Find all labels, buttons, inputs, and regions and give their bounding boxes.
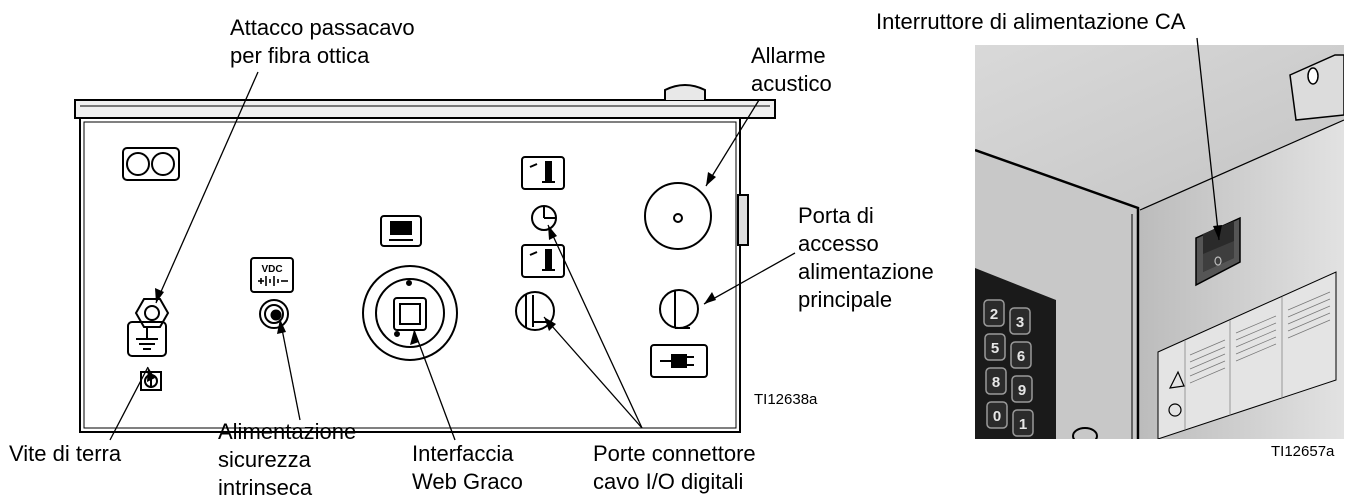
keypad-key: [984, 333, 1006, 361]
ac-power-switch: [1195, 216, 1241, 287]
vdc-text: VDC: [261, 264, 282, 275]
lid-knob: [664, 84, 706, 100]
digital-io-connector-ports-label: Porte connettore cavo I/O digitali: [593, 441, 756, 494]
keypad-key: [985, 367, 1007, 395]
keypad-key-label: 3: [1016, 314, 1024, 331]
ground-screw-label: Vite di terra: [9, 441, 122, 466]
ground-symbol-icon: [127, 321, 167, 357]
web-interface-port: [362, 265, 458, 361]
keypad-key-label: 8: [992, 374, 1000, 391]
warning-label: [1157, 271, 1337, 439]
keypad: 2 35 68 90 1: [975, 268, 1056, 439]
enclosure-lid: [74, 99, 776, 119]
dual-port-icon: [122, 147, 180, 181]
keypad-key: [983, 299, 1005, 327]
keypad-key-label: 1: [1019, 416, 1027, 433]
keypad-key: [1011, 375, 1033, 403]
graco-web-interface-label: Interfaccia Web Graco: [412, 441, 523, 494]
battery-symbol-icon: [250, 257, 294, 293]
computer-icon: [380, 215, 422, 247]
main-power-port: [659, 289, 699, 329]
figure-code-left: TI12638a: [754, 391, 818, 408]
fiber-optic-grommet-icon: [134, 298, 170, 328]
dispense-valve-icon: [521, 156, 565, 190]
keypad-key: [1009, 307, 1031, 335]
keypad-key-label: 6: [1017, 348, 1025, 365]
digital-io-port-2: [515, 291, 555, 331]
keypad-key: [986, 401, 1008, 429]
leader-arrowheads: [147, 172, 1222, 382]
keypad-key: [1010, 341, 1032, 369]
figure-code-right: TI12657a: [1271, 443, 1335, 460]
keypad-key: [1012, 409, 1034, 437]
keypad-key-label: 5: [991, 340, 999, 357]
fiber-optic-port-label: Attacco passacavo per fibra ottica: [230, 15, 415, 68]
keypad-key-label: 0: [993, 408, 1001, 425]
intrinsic-safety-connector: [259, 299, 289, 329]
keypad-key-label: 2: [990, 306, 998, 323]
audible-alarm-label: Allarme acustico: [751, 43, 832, 96]
digital-io-port-1: [531, 205, 557, 231]
enclosure-perspective: 2 35 68 90 1: [975, 45, 1344, 439]
ac-power-switch-label: Interruttore di alimentazione CA: [876, 9, 1186, 34]
leader-lines: [109, 37, 1220, 441]
audible-alarm: [644, 182, 712, 250]
keypad-key-label: 9: [1018, 382, 1026, 399]
intrinsically-safe-power-label: Alimentazione sicurezza intrinseca: [218, 419, 357, 500]
control-box-front: [74, 84, 776, 433]
ac-plug-icon: [650, 344, 708, 378]
warning-triangle-icon: [1168, 370, 1185, 389]
enclosure-body: [79, 117, 741, 433]
main-power-access-port-label: Porta di accesso alimentazione principal…: [798, 203, 934, 312]
